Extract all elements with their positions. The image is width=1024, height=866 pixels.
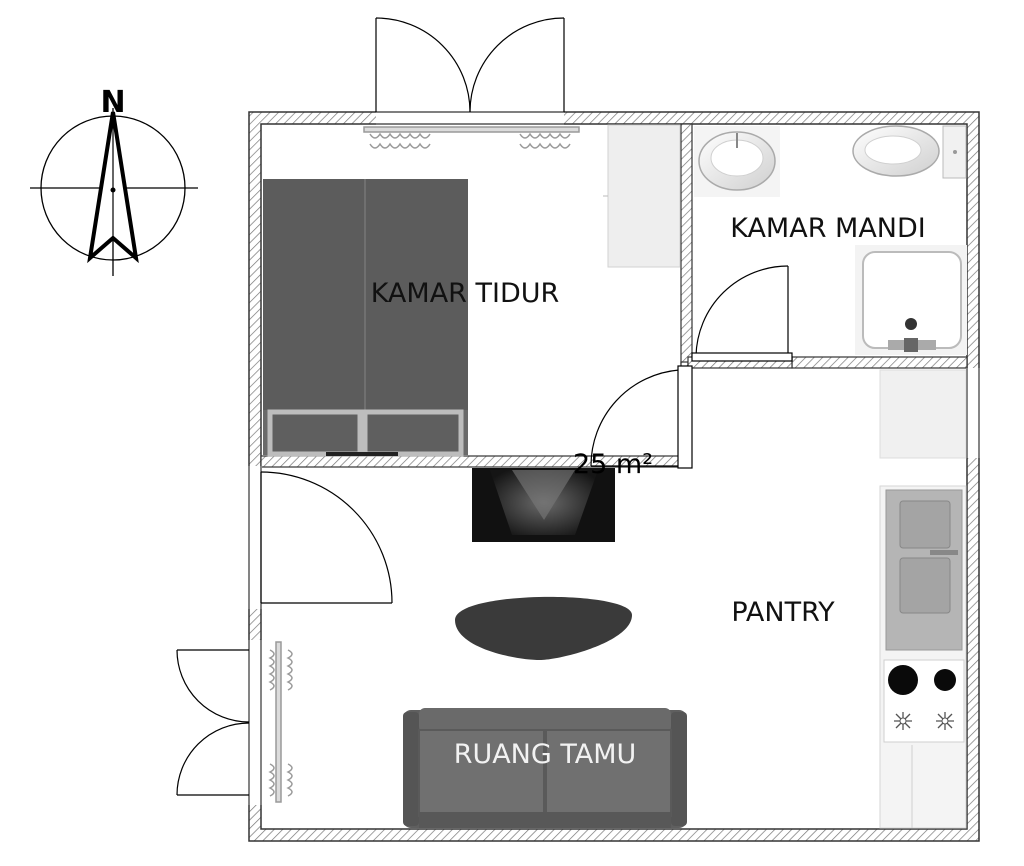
coffee-table [455,596,632,660]
left-double-door [176,649,250,796]
stove [883,659,965,743]
bathroom-sink [694,126,780,197]
sofa [403,708,687,828]
room-label-living-room: RUANG TAMU [454,739,637,770]
toilet [852,125,967,179]
top-double-door [375,17,565,113]
stove-burner-icon [888,665,918,695]
stove-burner-icon [934,669,956,691]
kitchen-sink [885,489,963,651]
compass-north-label: N [100,85,125,120]
room-label-pantry: PANTRY [731,597,835,628]
left-curtain [268,641,293,803]
bedroom-door [590,365,693,469]
room-label-bedroom: KAMAR TIDUR [371,278,560,309]
bathroom-door [691,265,793,362]
room-label-bathroom: KAMAR MANDI [730,213,926,244]
bed [263,179,468,457]
north-compass: N [30,85,198,276]
pantry-cabinet [879,369,967,459]
tv-cabinet [472,468,615,542]
wardrobe [603,124,681,268]
shower-tray [855,245,967,355]
area-label: 25 m² [573,449,653,480]
living-room-door [260,471,393,604]
top-curtain [363,126,580,149]
